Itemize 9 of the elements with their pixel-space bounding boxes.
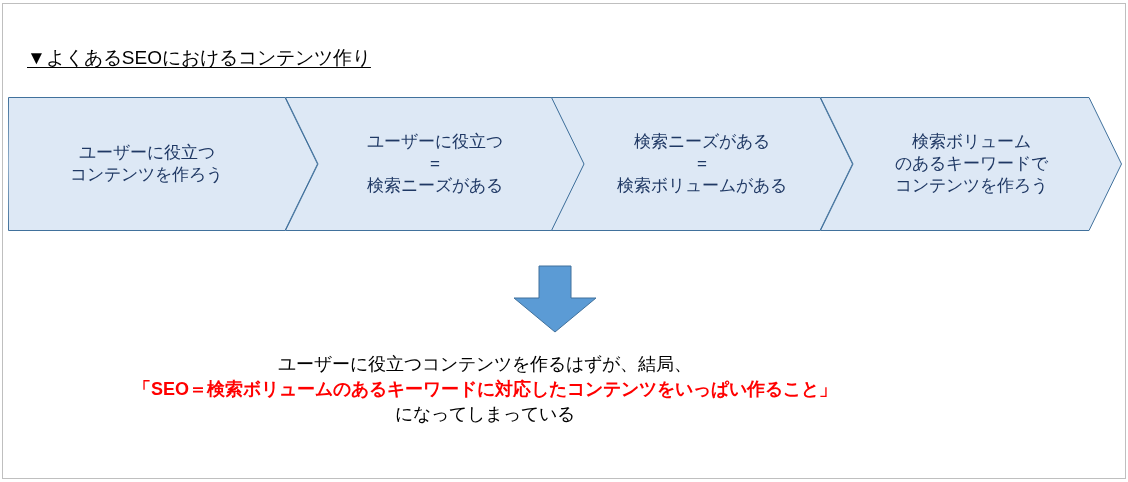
statement-text: になってしまっている	[395, 403, 575, 426]
chevron-step	[820, 97, 1122, 231]
block-arrow	[513, 265, 597, 333]
title: ▼よくあるSEOにおけるコンテンツ作り	[27, 46, 371, 70]
pentagon-step	[8, 97, 318, 231]
statement-text: ユーザーに役立つコンテンツを作るはずが、結局、	[278, 353, 692, 376]
highlighted-statement: 「SEO＝検索ボリュームのあるキーワードに対応したコンテンツをいっぱい作ること」	[133, 378, 837, 401]
step-text: ユーザーに役立つコンテンツを作ろう	[70, 142, 223, 186]
step-text: 検索ボリュームのあるキーワードでコンテンツを作ろう	[894, 131, 1048, 197]
